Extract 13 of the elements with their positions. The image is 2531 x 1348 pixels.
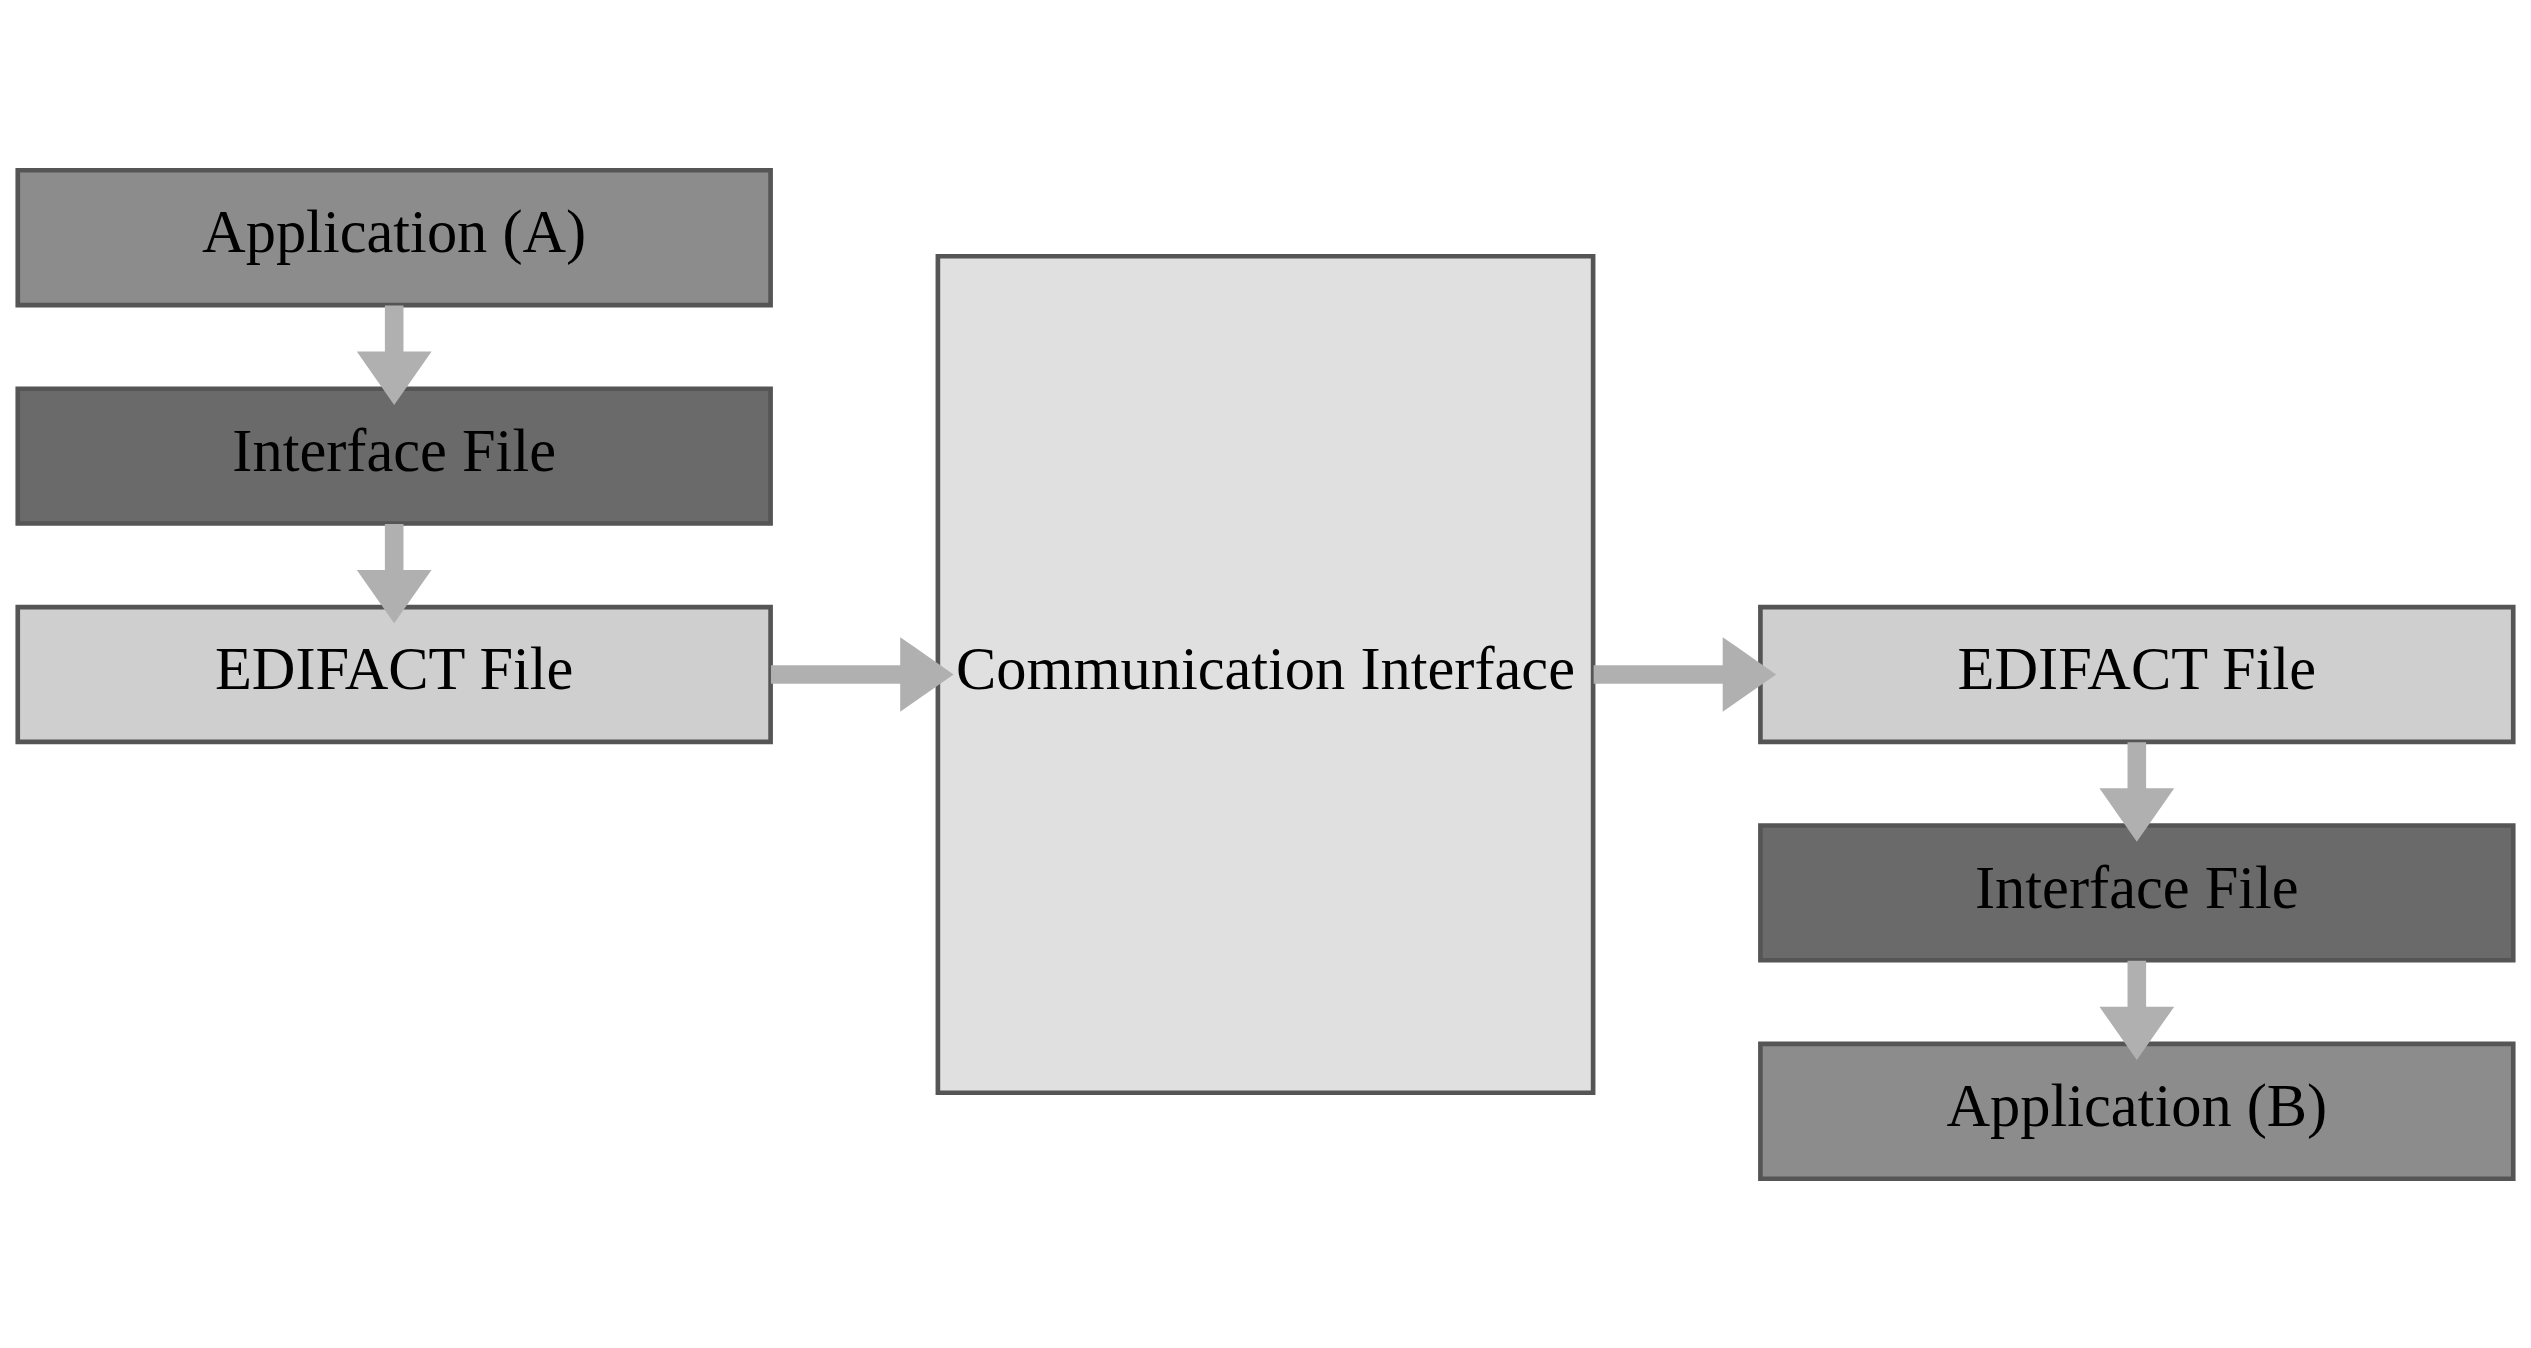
arrow <box>770 636 954 712</box>
node-box: Application (A) <box>15 167 773 307</box>
arrow <box>2099 741 2175 842</box>
node-box: Application (B) <box>1758 1041 2516 1181</box>
arrow <box>356 305 432 405</box>
arrow <box>356 523 432 623</box>
node-box: EDIFACT File <box>1758 604 2516 744</box>
node-box: Interface File <box>1758 822 2516 963</box>
arrow <box>1593 636 1777 712</box>
node-box: EDIFACT File <box>15 604 773 744</box>
arrow <box>2099 960 2175 1060</box>
node-box: Communication Interface <box>935 253 1596 1095</box>
node-box: Interface File <box>15 385 773 526</box>
